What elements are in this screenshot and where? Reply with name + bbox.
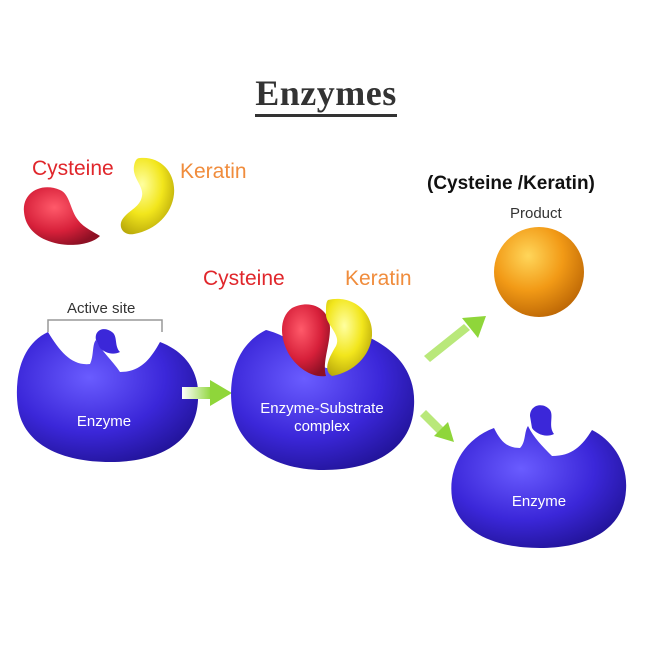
product-label: Product [510, 205, 562, 222]
page-title: Enzymes [0, 72, 652, 117]
arrow-to-product [424, 316, 486, 362]
released-enzyme-label: Enzyme [512, 493, 566, 510]
arrow-to-complex [182, 380, 232, 406]
product-name: (Cysteine /Keratin) [427, 173, 595, 194]
complex-cysteine-label: Cysteine [203, 267, 285, 290]
enzyme-label: Enzyme [77, 413, 131, 430]
keratin-substrate [120, 157, 175, 235]
enzyme-substrate-complex: Enzyme-Substrate complex [231, 298, 415, 470]
complex-label-line1: Enzyme-Substrate [260, 400, 383, 417]
active-site-bracket [47, 319, 163, 332]
complex-keratin-label: Keratin [345, 267, 412, 290]
cysteine-label: Cysteine [32, 157, 114, 180]
cysteine-substrate [23, 187, 100, 245]
enzyme-released: Enzyme [451, 405, 627, 548]
product-sphere [494, 227, 584, 317]
bound-keratin [325, 298, 373, 376]
bound-cysteine [282, 304, 330, 377]
active-site-label: Active site [67, 300, 136, 317]
enzyme-free: Enzyme [16, 329, 199, 462]
complex-label-line2: complex [294, 418, 350, 435]
arrow-to-released-enzyme [420, 410, 454, 442]
keratin-label: Keratin [180, 160, 247, 183]
